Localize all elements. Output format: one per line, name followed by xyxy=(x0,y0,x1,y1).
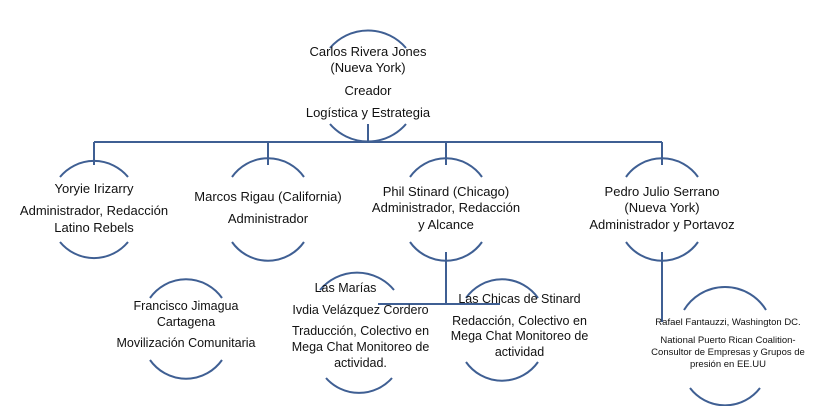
node-name: Francisco Jimagua xyxy=(133,299,239,313)
node-arc-root-top xyxy=(329,29,407,49)
node-desc: actividad xyxy=(494,344,545,359)
node-location: (Nueva York) xyxy=(624,200,700,216)
node-arc-rafael-top xyxy=(683,285,767,311)
node-arc-phil-bottom xyxy=(409,241,483,262)
root-role: Creador xyxy=(344,82,392,98)
node-arc-phil-top xyxy=(409,157,483,178)
node-name: Pedro Julio Serrano xyxy=(604,184,720,199)
node-arc-marias-bottom xyxy=(325,377,393,394)
node-name: Phil Stinard (Chicago) xyxy=(382,184,510,199)
node-arc-francisco-top xyxy=(149,278,223,299)
node-role: y Alcance xyxy=(418,216,474,232)
node-desc: Mega Chat Monitoreo de xyxy=(450,329,589,344)
node-pedro: Pedro Julio Serrano (Nueva York) Adminis… xyxy=(567,184,757,233)
node-role: Movilización Comunitaria xyxy=(116,336,256,351)
node-arc-chicas-bottom xyxy=(465,361,539,382)
node-rafael: Rafael Fantauzzi, Washington DC. Nationa… xyxy=(638,317,818,371)
node-org: presión en EE.UU xyxy=(689,358,767,370)
node-arc-pedro-top xyxy=(625,157,699,178)
node-desc: Mega Chat Monitoreo de xyxy=(291,339,430,354)
node-arc-marias-top xyxy=(319,271,395,291)
node-arc-pedro-bottom xyxy=(625,241,699,262)
node-role: Latino Rebels xyxy=(54,219,134,235)
node-las-chicas: Las Chicas de Stinard Redacción, Colecti… xyxy=(432,292,607,361)
node-arc-marcos-bottom xyxy=(231,241,305,262)
node-name: Cartagena xyxy=(156,314,216,329)
root-node: Carlos Rivera Jones (Nueva York) Creador… xyxy=(268,44,468,121)
root-name: Carlos Rivera Jones xyxy=(309,44,427,59)
node-desc: Traducción, Colectivo en xyxy=(291,324,430,339)
node-name: Ivdia Velázquez Cordero xyxy=(292,302,429,317)
node-name: Marcos Rigau (California) xyxy=(194,189,342,204)
node-title: Las Marías xyxy=(314,281,377,295)
node-yoryie: Yoryie Irizarry Administrador, Redacción… xyxy=(4,181,184,236)
node-arc-chicas-top xyxy=(465,278,539,299)
node-role: Administrador xyxy=(227,211,309,227)
node-arc-marcos-top xyxy=(231,157,305,178)
node-arc-francisco-bottom xyxy=(149,359,223,380)
node-francisco: Francisco Jimagua Cartagena Movilización… xyxy=(86,299,286,352)
root-location: (Nueva York) xyxy=(330,60,406,76)
node-phil: Phil Stinard (Chicago) Administrador, Re… xyxy=(356,184,536,233)
node-arc-rafael-bottom xyxy=(689,387,761,406)
node-name: Rafael Fantauzzi, Washington DC. xyxy=(655,317,801,328)
node-role: Administrador, Redacción xyxy=(371,200,521,216)
root-area: Logística y Estrategia xyxy=(305,104,431,120)
node-role: Administrador, Redacción xyxy=(19,203,169,219)
node-arc-yoryie-bottom xyxy=(59,241,129,259)
node-arc-root-bottom xyxy=(329,123,407,143)
node-marcos: Marcos Rigau (California) Administrador xyxy=(173,189,363,228)
node-name: Yoryie Irizarry xyxy=(54,181,134,196)
node-title: Las Chicas de Stinard xyxy=(458,292,581,306)
node-desc: actividad. xyxy=(334,355,387,370)
node-desc: Redacción, Colectivo en xyxy=(452,313,587,328)
node-role: Administrador y Portavoz xyxy=(589,216,735,232)
node-org: Consultor de Empresas y Grupos de xyxy=(651,346,805,358)
node-arc-yoryie-top xyxy=(59,160,129,178)
node-org: National Puerto Rican Coalition- xyxy=(660,334,796,346)
node-las-marias: Las Marías Ivdia Velázquez Cordero Tradu… xyxy=(268,281,453,371)
